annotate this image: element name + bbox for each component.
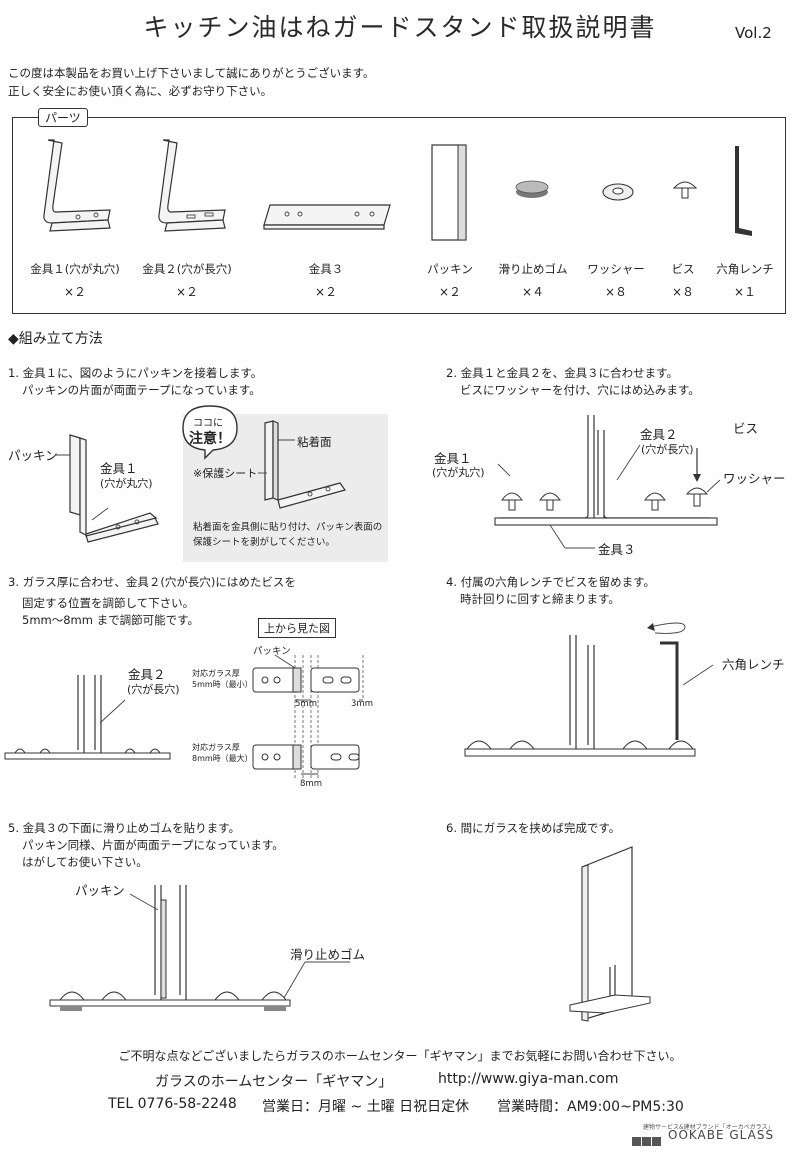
step2-washer-label: ワッシャー <box>723 471 786 486</box>
bracket-round-hole-icon <box>43 139 111 232</box>
step3-line-2: 固定する位置を調節して下さい。 <box>22 596 195 610</box>
part-count-washer: ×８ <box>604 285 628 299</box>
step1-packing-label: パッキン <box>8 448 58 463</box>
step2-line-2: ビスにワッシャーを付け、穴にはめ込みます。 <box>460 383 700 397</box>
part-label-screw: ビス <box>671 262 695 276</box>
step4-wrench-diagram <box>464 622 714 757</box>
footer-url[interactable]: http://www.giya-man.com <box>438 1071 619 1087</box>
step2-bracket1-sub: (穴が丸穴) <box>432 466 485 479</box>
intro-text: この度は本製品をお買い上げ下さいまして誠にありがとうございます。 正しく安全にお… <box>8 64 375 100</box>
version-label: Vol.2 <box>735 24 772 42</box>
step3-min-line2: 5mm時（最小） <box>192 680 253 689</box>
step4-line-1: 4. 付属の六角レンチでビスを留めます。 <box>446 575 655 589</box>
hex-wrench-icon <box>735 146 752 236</box>
step2-text: 2. 金具１と金具２を、金具３に合わせます。 ビスにワッシャーを付け、穴にはめ込… <box>446 365 700 399</box>
step1-text: 1. 金具１に、図のようにパッキンを接着します。 パッキンの片面が両面テープにな… <box>8 365 262 399</box>
step3-dim-8mm: 8mm <box>300 779 322 789</box>
parts-heading: パーツ <box>38 108 88 127</box>
part-label-bracket3: 金具３ <box>308 262 344 276</box>
footer-shop: ガラスのホームセンター「ギヤマン」 <box>155 1074 393 1090</box>
footer-contact: ご不明な点などございましたらガラスのホームセンター「ギヤマン」までお気軽にお問い… <box>118 1049 682 1063</box>
step1-adhesive-label: 粘着面 <box>297 435 332 449</box>
step3-topview-label: 上から見た図 <box>258 618 336 638</box>
footer-days: 営業日：月曜 ~ 土曜 日祝日定休 <box>262 1099 470 1115</box>
step2-bracket2-label: 金具２ <box>640 427 678 442</box>
footer-tel: TEL 0776-58-2248 <box>108 1096 237 1112</box>
page-title: キッチン油はねガードスタンド取扱説明書 <box>143 13 657 42</box>
step5-packing-label: パッキン <box>75 883 125 898</box>
step3-min-line1: 対応ガラス厚 <box>192 669 240 678</box>
part-count-packing: ×２ <box>438 285 462 299</box>
intro-line-2: 正しく安全にお使い頂く為に、必ずお守り下さい。 <box>8 84 273 98</box>
step3-text: 3. ガラス厚に合わせ、金具２(穴が長穴)にはめたビスを 固定する位置を調節して… <box>8 574 296 629</box>
part-label-packing: パッキン <box>427 262 473 276</box>
bracket-slot-hole-icon <box>158 139 226 232</box>
step3-line-1: 3. ガラス厚に合わせ、金具２(穴が長穴)にはめたビスを <box>8 575 296 589</box>
step2-assembly-diagram <box>494 415 721 549</box>
step1-line-2: パッキンの片面が両面テープになっています。 <box>22 383 261 397</box>
step5-rubber-label: 滑り止めゴム <box>290 947 366 962</box>
base-plate-icon <box>263 204 391 230</box>
step5-rubber-diagram <box>49 885 350 1011</box>
step3-max-line1: 対応ガラス厚 <box>192 743 240 752</box>
part-count-wrench: ×１ <box>733 285 757 299</box>
step3-side-diagram <box>4 675 171 760</box>
step1-note-line1: 粘着面を金具側に貼り付け、パッキン表面の <box>193 522 383 533</box>
step5-text: 5. 金具３の下面に滑り止めゴムを貼ります。 パッキン同様、片面が両面テープにな… <box>8 820 284 871</box>
step2-line-1: 2. 金具１と金具２を、金具３に合わせます。 <box>446 366 678 380</box>
step3-bracket2-label: 金具２ <box>128 667 166 682</box>
part-label-bracket2: 金具２(穴が長穴) <box>142 262 232 276</box>
screw-icon <box>672 181 698 199</box>
part-count-screw: ×８ <box>671 285 695 299</box>
step5-line-1: 5. 金具３の下面に滑り止めゴムを貼ります。 <box>8 821 240 835</box>
step3-packing-label: パッキン <box>253 646 291 657</box>
rubber-foot-icon <box>515 180 549 198</box>
step4-text: 4. 付属の六角レンチでビスを留めます。 時計回りに回すと締まります。 <box>446 574 655 608</box>
step2-bracket3-label: 金具３ <box>598 542 636 557</box>
assembly-heading: ◆組み立て方法 <box>8 331 103 347</box>
step5-line-3: はがしてお使い下さい。 <box>22 855 148 869</box>
step3-dim-3mm: 3mm <box>351 699 373 709</box>
part-label-washer: ワッシャー <box>587 262 645 276</box>
step1-note: 粘着面を金具側に貼り付け、パッキン表面の 保護シートを剥がしてください。 <box>193 520 382 550</box>
parts-box <box>12 117 786 314</box>
step1-bracket-diagram <box>55 434 159 543</box>
step3-max-line2: 8mm時（最大） <box>192 754 253 763</box>
caution-bubble-line2: 注意！ <box>189 431 231 447</box>
part-label-bracket1: 金具１(穴が丸穴) <box>30 262 120 276</box>
brand-logo-icon <box>632 1131 664 1146</box>
step2-screw-label: ビス <box>733 421 759 436</box>
part-count-rubber: ×４ <box>521 285 545 299</box>
intro-line-1: この度は本製品をお買い上げ下さいまして誠にありがとうございます。 <box>8 66 375 80</box>
part-count-bracket3: ×２ <box>314 285 338 299</box>
part-count-bracket2: ×２ <box>175 285 199 299</box>
step4-wrench-label: 六角レンチ <box>722 657 785 672</box>
step3-dim-5mm: 5mm <box>295 699 317 709</box>
step1-note-line2: 保護シートを剥がしてください。 <box>193 537 335 548</box>
step1-protect-label: ※保護シート <box>193 467 258 480</box>
footer-brand-small: 建物サービス&建材ブランド「オーカベガラス」 <box>643 1124 774 1131</box>
washer-icon <box>602 183 634 201</box>
step3-topview-diagram <box>252 654 364 780</box>
footer-brand: OOKABE GLASS <box>668 1128 775 1142</box>
step2-bracket1-label: 金具１ <box>434 451 472 466</box>
part-count-bracket1: ×２ <box>63 285 87 299</box>
step6-text: 6. 間にガラスを挟めば完成です。 <box>446 821 621 835</box>
step1-line-1: 1. 金具１に、図のようにパッキンを接着します。 <box>8 366 263 380</box>
step1-bracket-label: 金具１ <box>100 461 138 476</box>
step3-line-3: 5mm〜8mm まで調節可能です。 <box>22 613 199 627</box>
part-label-rubber: 滑り止めゴム <box>498 262 568 276</box>
caution-bubble <box>182 405 238 460</box>
step2-bracket2-sub: (穴が長穴) <box>641 443 694 456</box>
part-label-wrench: 六角レンチ <box>716 262 774 276</box>
step6-finished-diagram <box>569 846 651 1022</box>
step4-line-2: 時計回りに回すと締まります。 <box>460 592 620 606</box>
caution-bubble-line1: ココに <box>193 418 223 429</box>
step1-closeup-diagram <box>258 420 346 509</box>
packing-icon <box>431 144 467 241</box>
step1-bracket-sub: (穴が丸穴) <box>100 477 153 490</box>
step5-line-2: パッキン同様、片面が両面テープになっています。 <box>22 838 284 852</box>
footer-hours: 営業時間：AM9:00~PM5:30 <box>497 1099 684 1115</box>
step3-bracket2-sub: (穴が長穴) <box>127 683 180 696</box>
